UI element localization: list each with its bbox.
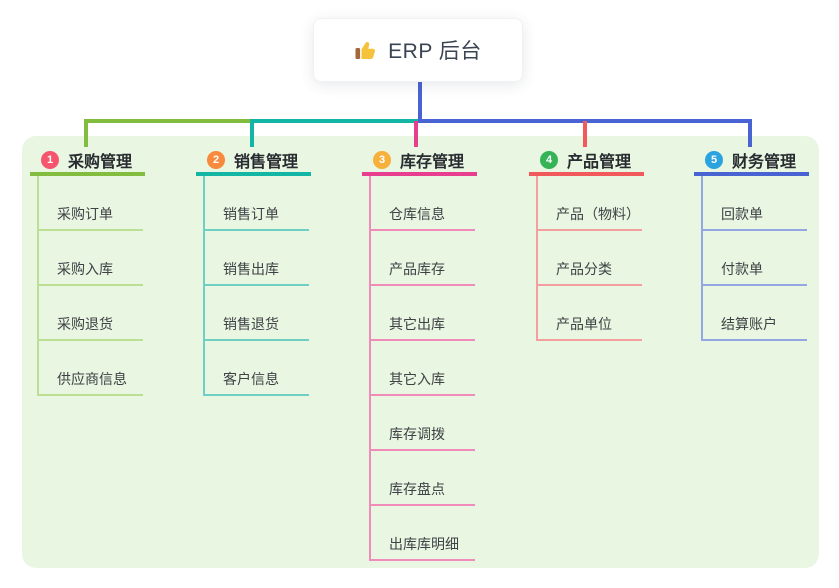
branch-underline <box>529 172 644 176</box>
branch-connector <box>414 121 418 147</box>
child-node-label[interactable]: 回款单 <box>721 206 763 222</box>
branch-underline <box>694 172 809 176</box>
branch-connector <box>250 121 254 147</box>
branch-node-1[interactable]: 1 采购管理 <box>30 148 132 172</box>
child-node-label[interactable]: 采购入库 <box>57 261 113 277</box>
child-underline <box>369 229 475 231</box>
child-node-label[interactable]: 采购退货 <box>57 316 113 332</box>
branch-node-2[interactable]: 2 销售管理 <box>196 148 298 172</box>
child-node-label[interactable]: 其它出库 <box>389 316 445 332</box>
branch-node-3[interactable]: 3 库存管理 <box>362 148 464 172</box>
branch-node-5[interactable]: 5 财务管理 <box>694 148 796 172</box>
child-node-label[interactable]: 销售订单 <box>223 206 279 222</box>
child-underline <box>203 229 309 231</box>
child-underline <box>536 284 642 286</box>
branch-number-badge: 3 <box>373 151 391 169</box>
branch-underline <box>362 172 477 176</box>
child-node-label[interactable]: 库存盘点 <box>389 481 445 497</box>
child-node-label[interactable]: 产品分类 <box>556 261 612 277</box>
bus-segment <box>250 119 418 123</box>
child-node-label[interactable]: 产品（物料） <box>556 206 640 222</box>
child-underline <box>203 284 309 286</box>
child-underline <box>37 339 143 341</box>
child-node-label[interactable]: 仓库信息 <box>389 206 445 222</box>
branch-connector <box>84 121 88 147</box>
child-underline <box>369 284 475 286</box>
branch-rail <box>701 176 703 341</box>
root-label: ERP 后台 <box>388 40 482 63</box>
child-node-label[interactable]: 付款单 <box>721 261 763 277</box>
root-connector <box>418 82 422 122</box>
branch-label: 财务管理 <box>732 154 797 171</box>
child-node-label[interactable]: 库存调拨 <box>389 426 445 442</box>
branches-panel <box>22 136 819 568</box>
child-node-label[interactable]: 客户信息 <box>223 371 279 387</box>
child-node-label[interactable]: 销售退货 <box>223 316 279 332</box>
root-node[interactable]: ERP 后台 <box>313 18 523 82</box>
branch-number-badge: 5 <box>705 151 723 169</box>
thumbs-up-icon <box>354 38 378 62</box>
child-node-label[interactable]: 供应商信息 <box>57 371 127 387</box>
child-underline <box>701 339 807 341</box>
branch-connector <box>748 121 752 147</box>
branch-underline <box>196 172 311 176</box>
child-node-label[interactable]: 产品单位 <box>556 316 612 332</box>
branch-label: 销售管理 <box>234 154 299 171</box>
branch-rail <box>37 176 39 396</box>
branch-rail <box>369 176 371 561</box>
branch-node-4[interactable]: 4 产品管理 <box>529 148 631 172</box>
branch-number-badge: 2 <box>207 151 225 169</box>
bus-segment <box>84 119 250 123</box>
child-underline <box>536 339 642 341</box>
child-node-label[interactable]: 产品库存 <box>389 261 445 277</box>
branch-connector <box>583 121 587 147</box>
branch-number-badge: 1 <box>41 151 59 169</box>
child-underline <box>369 449 475 451</box>
branch-number-badge: 4 <box>540 151 558 169</box>
branch-label: 库存管理 <box>400 154 465 171</box>
child-node-label[interactable]: 出库库明细 <box>389 536 459 552</box>
branch-label: 采购管理 <box>68 154 133 171</box>
child-underline <box>37 229 143 231</box>
child-underline <box>203 339 309 341</box>
child-underline <box>701 229 807 231</box>
child-underline <box>37 394 143 396</box>
child-underline <box>701 284 807 286</box>
child-node-label[interactable]: 销售出库 <box>223 261 279 277</box>
child-underline <box>369 394 475 396</box>
child-underline <box>37 284 143 286</box>
child-node-label[interactable]: 采购订单 <box>57 206 113 222</box>
branch-underline <box>30 172 145 176</box>
child-underline <box>536 229 642 231</box>
branch-label: 产品管理 <box>567 154 632 171</box>
branch-rail <box>203 176 205 396</box>
child-underline <box>369 504 475 506</box>
child-underline <box>369 339 475 341</box>
child-underline <box>203 394 309 396</box>
branch-rail <box>536 176 538 341</box>
child-node-label[interactable]: 结算账户 <box>721 316 777 332</box>
child-node-label[interactable]: 其它入库 <box>389 371 445 387</box>
child-underline <box>369 559 475 561</box>
